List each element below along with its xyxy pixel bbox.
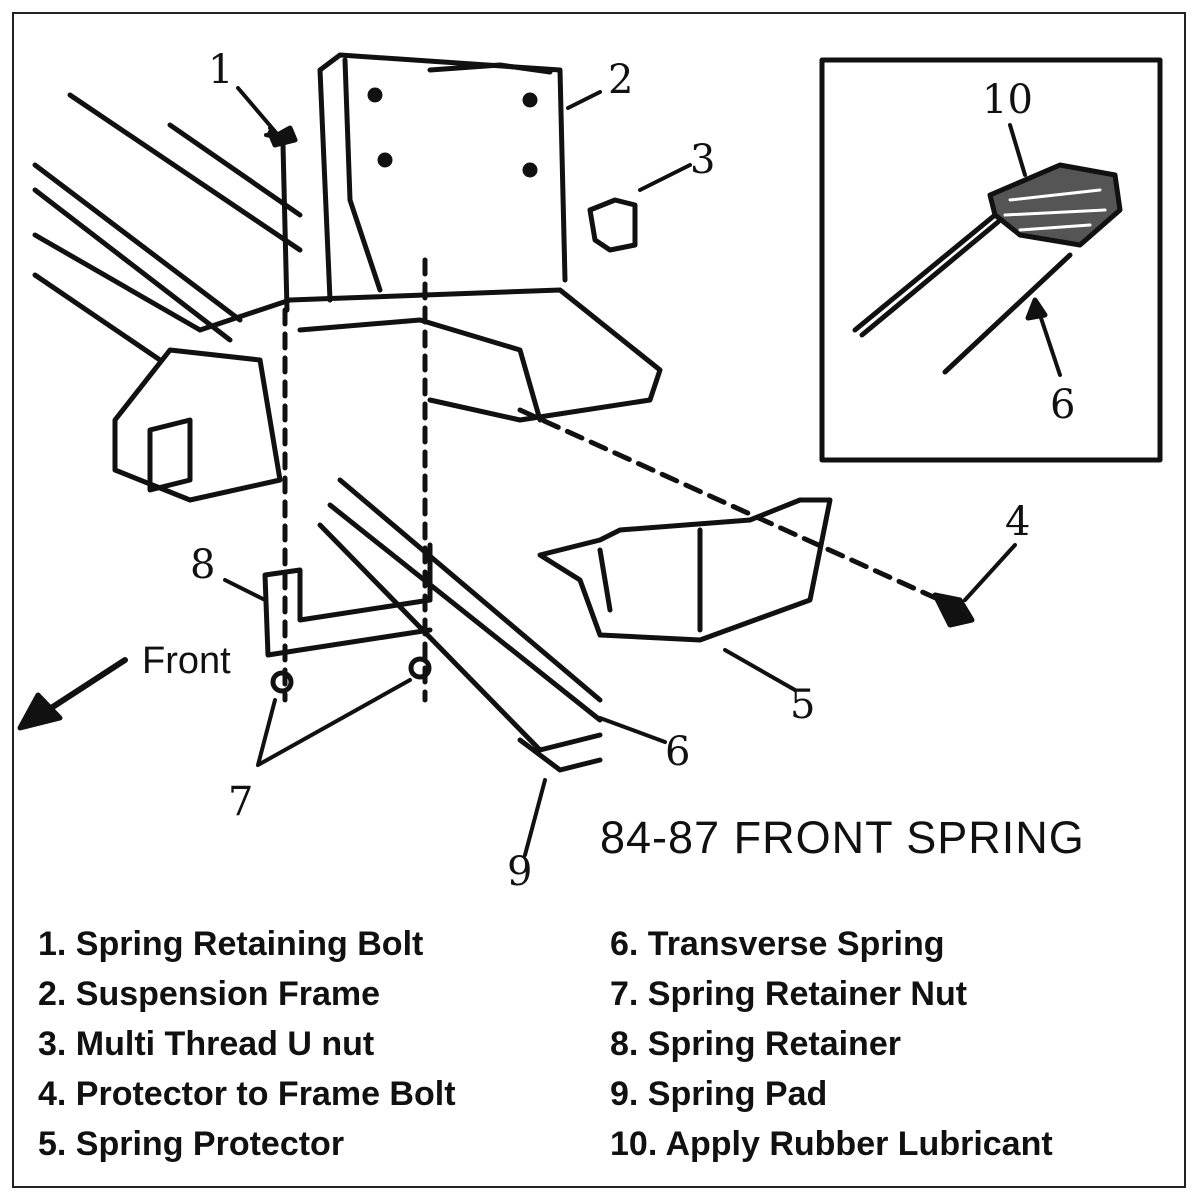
spring-retaining-bolt [269, 125, 428, 703]
inset-detail [819, 57, 1163, 463]
spring-protector [537, 497, 833, 643]
frame-rails [32, 92, 303, 363]
callout-7: 7 [228, 779, 254, 825]
legend-item: 4. Protector to Frame Bolt [38, 1075, 456, 1113]
front-arrow [17, 657, 128, 731]
legend-item: 3. Multi Thread U nut [38, 1025, 375, 1063]
diagram-title: 84-87 FRONT SPRING [600, 812, 1085, 863]
retainer-nut [408, 656, 432, 680]
callout-2: 2 [608, 57, 634, 103]
diagram-border [12, 12, 1186, 1188]
legend-item: 8. Spring Retainer [610, 1025, 901, 1063]
callout-5: 5 [790, 682, 816, 728]
callout-4: 4 [1005, 499, 1031, 545]
inset-callout-10: 10 [982, 77, 1033, 123]
inset-callout-6: 6 [1050, 382, 1076, 428]
callout-1: 1 [208, 47, 234, 93]
legend-item: 5. Spring Protector [38, 1125, 345, 1163]
leader-lines [223, 86, 1017, 857]
legend-item: 1. Spring Retaining Bolt [38, 925, 424, 963]
legend-item: 7. Spring Retainer Nut [610, 975, 968, 1013]
protector-bolt [932, 592, 975, 628]
retainer-nut [270, 670, 294, 694]
spring-retainer [262, 542, 433, 658]
transverse-spring [317, 477, 603, 753]
legend-item: 10. Apply Rubber Lubricant [610, 1125, 1053, 1163]
front-direction-label: Front [142, 640, 231, 682]
legend-item: 2. Suspension Frame [38, 975, 380, 1013]
callout-6: 6 [665, 729, 691, 775]
legend-item: 6. Transverse Spring [610, 925, 945, 963]
callout-3: 3 [690, 137, 716, 183]
spring-pad [517, 737, 603, 773]
u-nut [587, 197, 638, 253]
callout-9: 9 [507, 849, 533, 895]
callout-8: 8 [190, 542, 216, 588]
legend-item: 9. Spring Pad [610, 1075, 828, 1113]
suspension-frame [112, 52, 663, 503]
